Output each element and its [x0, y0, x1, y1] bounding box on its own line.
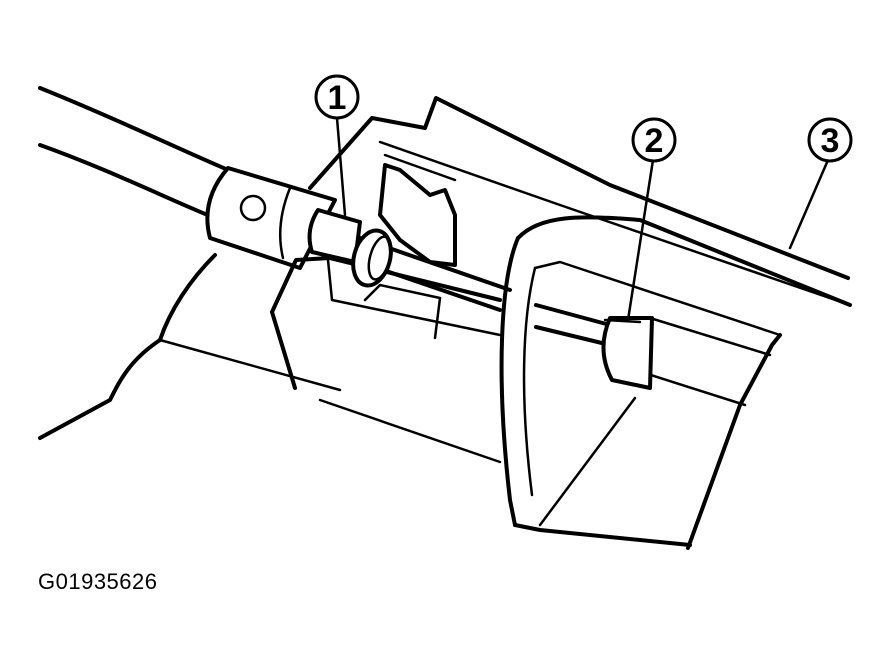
lever-housing — [499, 215, 852, 550]
housing-panel — [308, 96, 852, 307]
cable-boot — [378, 163, 457, 267]
callout-1-label: 1 — [328, 79, 347, 117]
cable-end-fitting — [205, 166, 362, 270]
mounting-bracket — [38, 253, 502, 464]
callout-1: 1 — [314, 74, 360, 120]
callout-2: 2 — [631, 117, 677, 163]
inner-cable — [358, 236, 612, 347]
callout-3: 3 — [807, 117, 853, 163]
retaining-bushing — [351, 228, 393, 288]
figure-id: G01935626 — [38, 569, 158, 594]
callout-3-label: 3 — [821, 122, 840, 160]
callout-2-label: 2 — [645, 122, 664, 160]
cable-sheath — [38, 86, 242, 220]
cable-clip — [601, 316, 654, 390]
leader-lines — [335, 116, 830, 527]
